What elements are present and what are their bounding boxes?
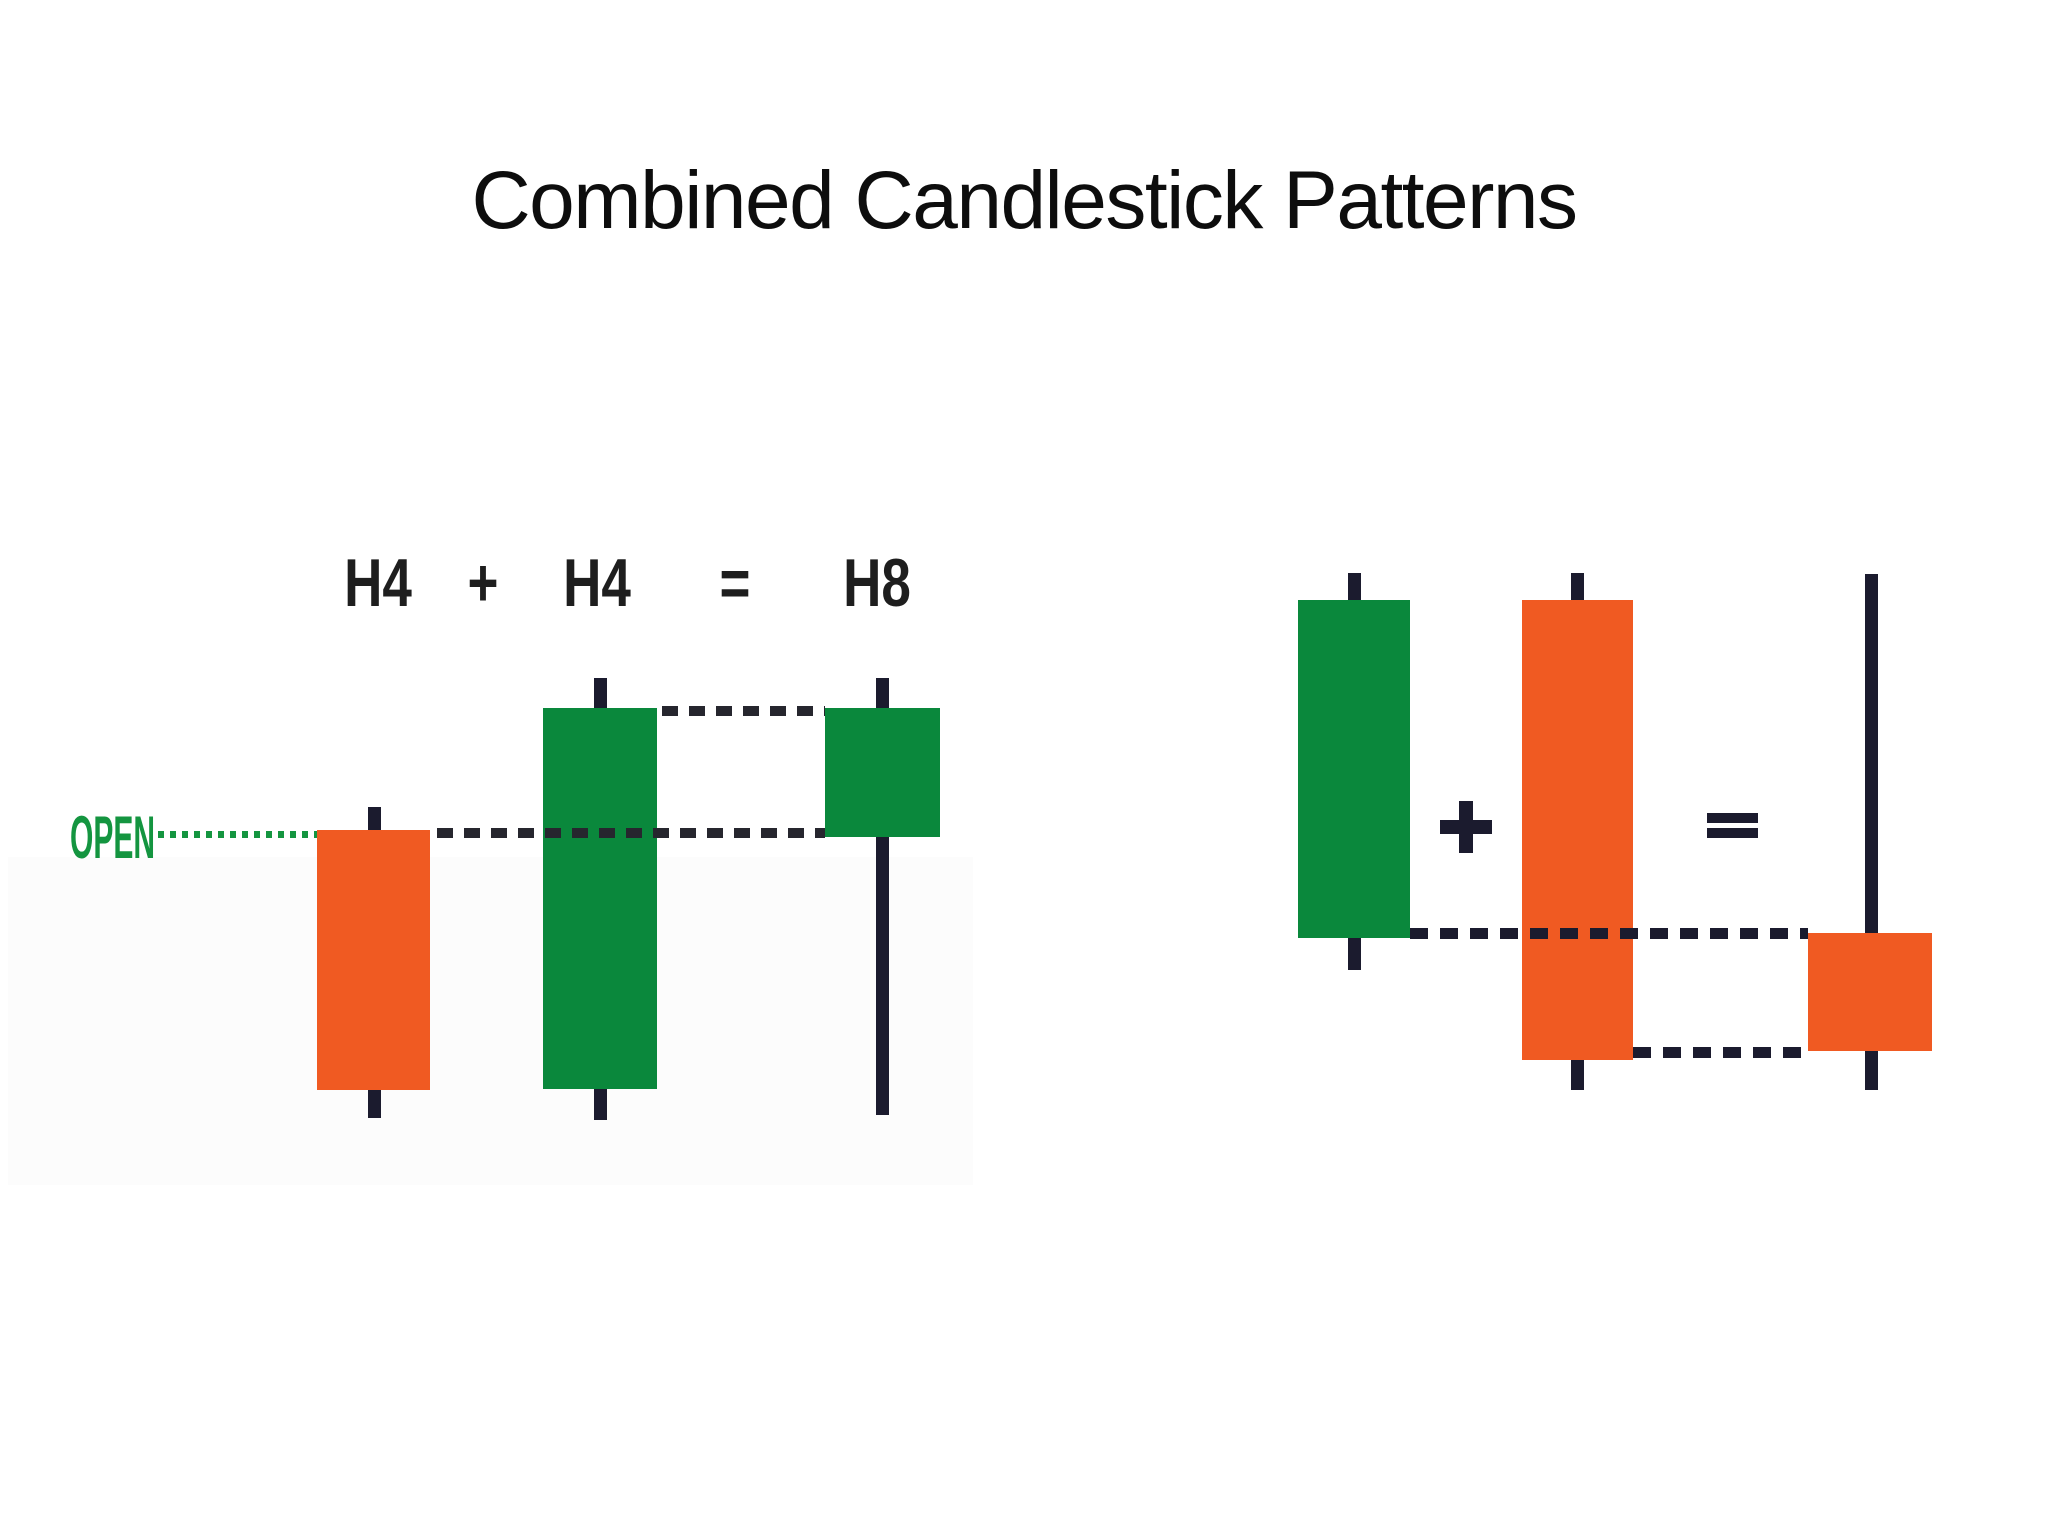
- right-low-level-dashed-line: [1633, 1047, 1808, 1058]
- equals-top-bar: [1707, 813, 1758, 823]
- right-close-level-dashed-line: [1410, 928, 1808, 939]
- right-candle2-bearish-body: [1522, 600, 1633, 1060]
- equation-plus-sign: +: [467, 545, 499, 621]
- equation-operand2-label: H4: [563, 545, 631, 621]
- left-high-level-dashed-line: [662, 706, 825, 716]
- left-candle3-result-body: [825, 708, 940, 837]
- right-candle3-result-body: [1808, 933, 1932, 1051]
- right-candle1-bullish-body: [1298, 600, 1410, 938]
- plus-vertical-bar: [1459, 801, 1473, 853]
- left-candle1-bearish-body: [317, 830, 430, 1090]
- equation-operand1-label: H4: [344, 545, 412, 621]
- equation-equals-sign: =: [719, 545, 751, 621]
- open-level-dotted-line: [158, 831, 317, 838]
- left-candle2-bullish-body: [543, 708, 657, 1089]
- open-level-label: OPEN: [70, 804, 156, 871]
- background-tint: [8, 857, 973, 1185]
- equation-result-label: H8: [843, 545, 911, 621]
- left-open-level-dashed-line: [437, 828, 825, 838]
- equals-bottom-bar: [1707, 828, 1758, 838]
- page-title: Combined Candlestick Patterns: [471, 155, 1578, 246]
